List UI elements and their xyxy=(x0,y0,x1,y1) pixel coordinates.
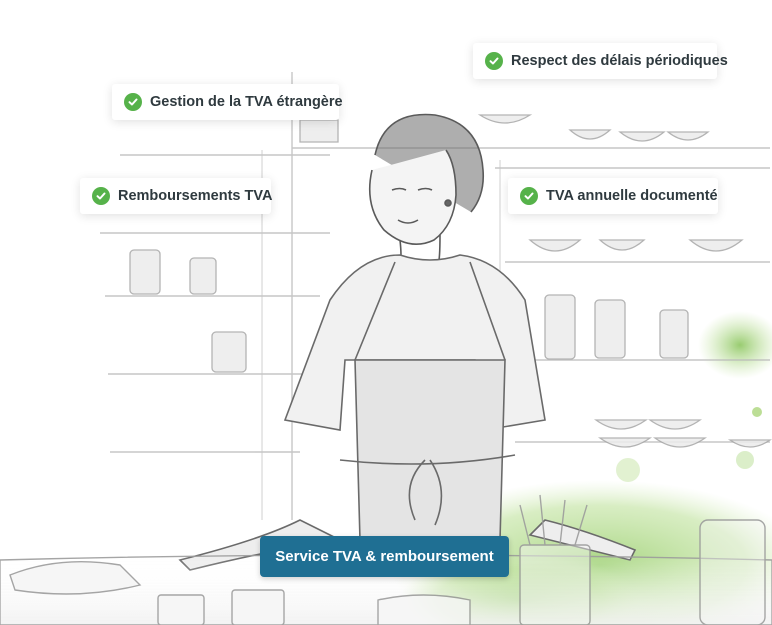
feature-chip-remboursements: Remboursements TVA xyxy=(80,178,273,214)
check-circle-icon xyxy=(92,187,110,205)
feature-label: Remboursements TVA xyxy=(118,188,273,204)
feature-chip-tva-annuelle: TVA annuelle documenté xyxy=(508,178,718,214)
check-circle-icon xyxy=(520,187,538,205)
feature-label: Gestion de la TVA étrangère xyxy=(150,94,343,110)
feature-chip-delais: Respect des délais périodiques xyxy=(473,43,728,79)
feature-label: Respect des délais périodiques xyxy=(511,53,728,69)
feature-chip-tva-etrangere: Gestion de la TVA étrangère xyxy=(112,84,343,120)
check-circle-icon xyxy=(485,52,503,70)
check-circle-icon xyxy=(124,93,142,111)
feature-label: TVA annuelle documenté xyxy=(546,188,718,204)
service-tva-button[interactable]: Service TVA & remboursement xyxy=(260,536,509,577)
